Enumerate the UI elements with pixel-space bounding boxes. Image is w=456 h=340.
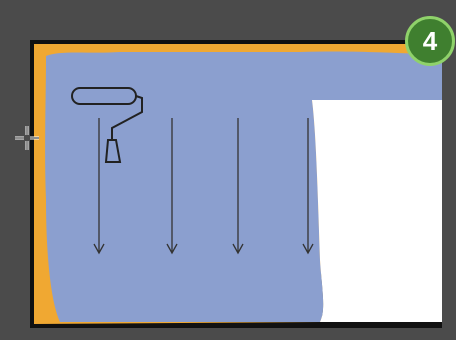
unpainted-wall [312,100,442,322]
crosshair-cursor-icon [14,125,40,151]
step-number-label: 4 [423,26,437,57]
step-number-badge: 4 [405,16,455,66]
